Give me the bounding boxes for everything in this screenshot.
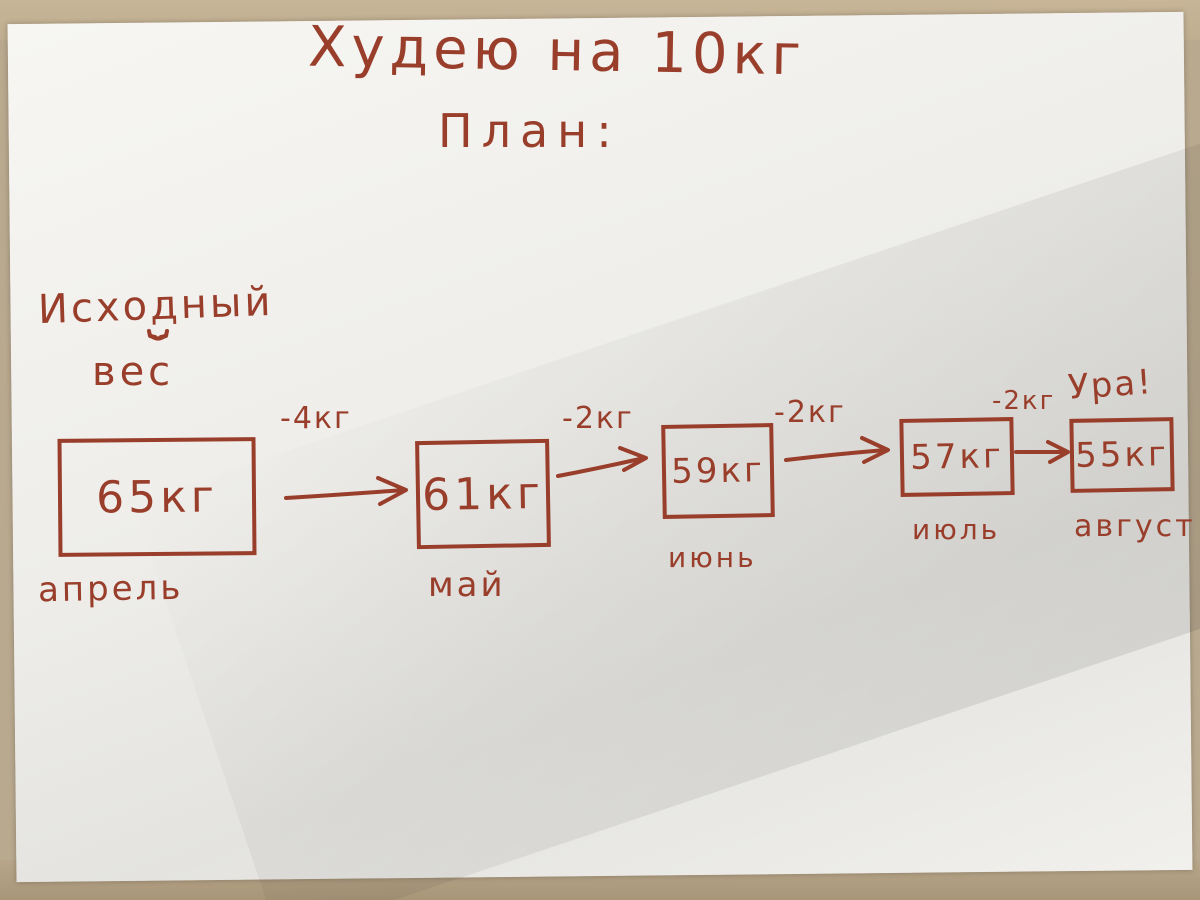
month-label-june: июнь [668, 541, 757, 574]
weight-value: 57кг [909, 436, 1005, 478]
month-label-may: май [428, 565, 506, 605]
month-label-july: июль [912, 513, 1001, 546]
delta-label-4: -2кг [992, 386, 1056, 416]
start-label-line-1: Исходный [37, 278, 275, 334]
weight-box-may: 61кг [415, 438, 551, 550]
hooray-label: Ура! [1066, 362, 1155, 408]
weight-value: 55кг [1074, 434, 1170, 476]
weight-value: 59кг [670, 450, 766, 492]
month-label-april: апрель [37, 567, 184, 611]
weight-value: 65кг [95, 470, 219, 524]
weight-box-august: 55кг [1069, 417, 1175, 493]
weight-box-april: 65кг [57, 437, 257, 557]
delta-label-2: -2кг [562, 401, 634, 436]
weight-value: 61кг [421, 467, 545, 521]
start-label-line-2: вес [92, 349, 175, 395]
delta-label-1: -4кг [280, 401, 352, 436]
plan-title: Худею на 10кг [307, 14, 807, 89]
weight-box-june: 59кг [661, 423, 775, 519]
plan-subtitle: План: [438, 104, 621, 158]
weight-box-july: 57кг [899, 417, 1015, 497]
month-label-august: август [1074, 509, 1196, 544]
delta-label-3: -2кг [774, 395, 846, 430]
